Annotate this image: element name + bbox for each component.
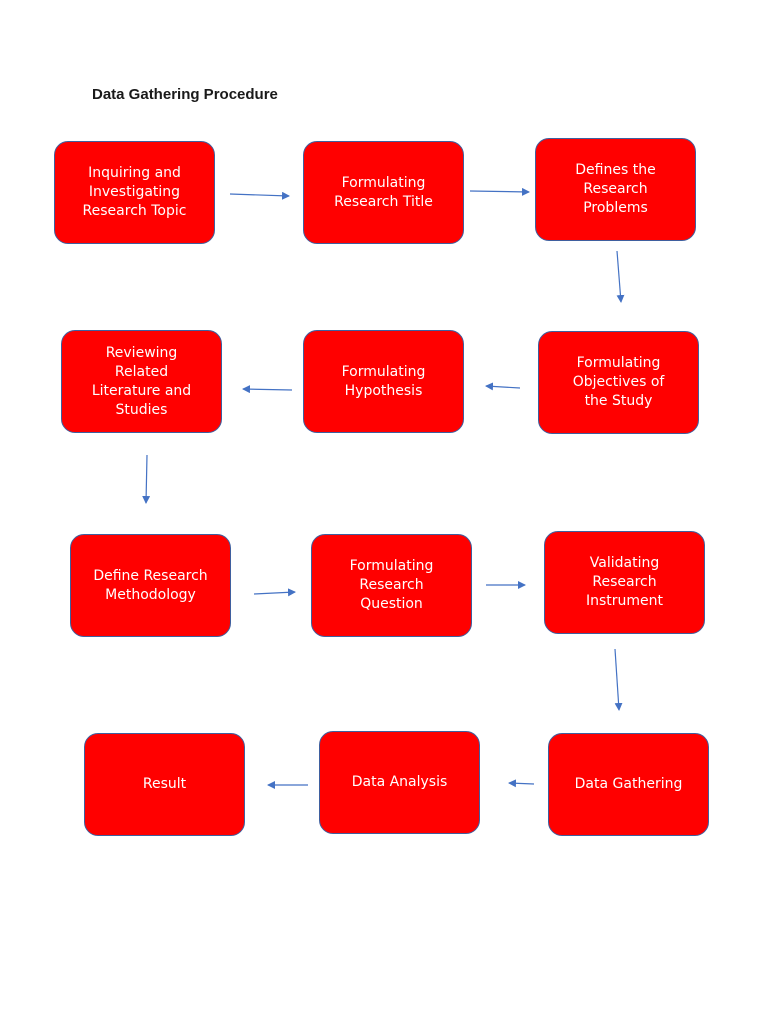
- step-inquiring: Inquiring and Investigating Research Top…: [54, 141, 215, 244]
- step-label: Define Research Methodology: [93, 567, 208, 603]
- step-label: Result: [142, 776, 187, 792]
- step-define-methodology: Define Research Methodology: [70, 534, 231, 637]
- step-result: Result: [84, 733, 245, 836]
- arrow-hypothesis-to-literature: [242, 385, 293, 394]
- step-label: Validating Research Instrument: [585, 555, 664, 609]
- arrow-problems-to-objectives: [616, 250, 625, 303]
- step-data-gathering: Data Gathering: [548, 733, 709, 836]
- step-data-analysis: Data Analysis: [319, 731, 480, 834]
- step-label: Inquiring and Investigating Research Top…: [82, 165, 187, 219]
- step-formulating-hypothesis: Formulating Hypothesis: [303, 330, 464, 433]
- arrow-inquiring-to-title: [229, 191, 290, 200]
- arrow-gathering-to-analysis: [508, 779, 535, 788]
- arrow-title-to-problems: [469, 187, 530, 196]
- arrow-literature-to-methodology: [142, 454, 151, 504]
- step-label: Data Gathering: [574, 776, 683, 792]
- step-label: Formulating Hypothesis: [341, 363, 426, 399]
- diagram-title: Data Gathering Procedure: [92, 86, 278, 103]
- step-validating-instrument: Validating Research Instrument: [544, 531, 705, 634]
- step-defines-problems: Defines the Research Problems: [535, 138, 696, 241]
- step-label: Reviewing Related Literature and Studies: [91, 344, 192, 418]
- step-formulating-question: Formulating Research Question: [311, 534, 472, 637]
- step-formulating-title: Formulating Research Title: [303, 141, 464, 244]
- step-label: Formulating Objectives of the Study: [572, 355, 665, 409]
- arrow-methodology-to-question: [253, 588, 296, 597]
- step-label: Formulating Research Title: [334, 174, 433, 210]
- step-reviewing-literature: Reviewing Related Literature and Studies: [61, 330, 222, 433]
- step-label: Formulating Research Question: [349, 558, 434, 612]
- step-formulating-objectives: Formulating Objectives of the Study: [538, 331, 699, 434]
- arrow-instrument-to-gathering: [614, 648, 623, 711]
- arrow-objectives-to-hypothesis: [485, 382, 521, 391]
- step-label: Defines the Research Problems: [575, 162, 656, 216]
- step-label: Data Analysis: [351, 774, 448, 790]
